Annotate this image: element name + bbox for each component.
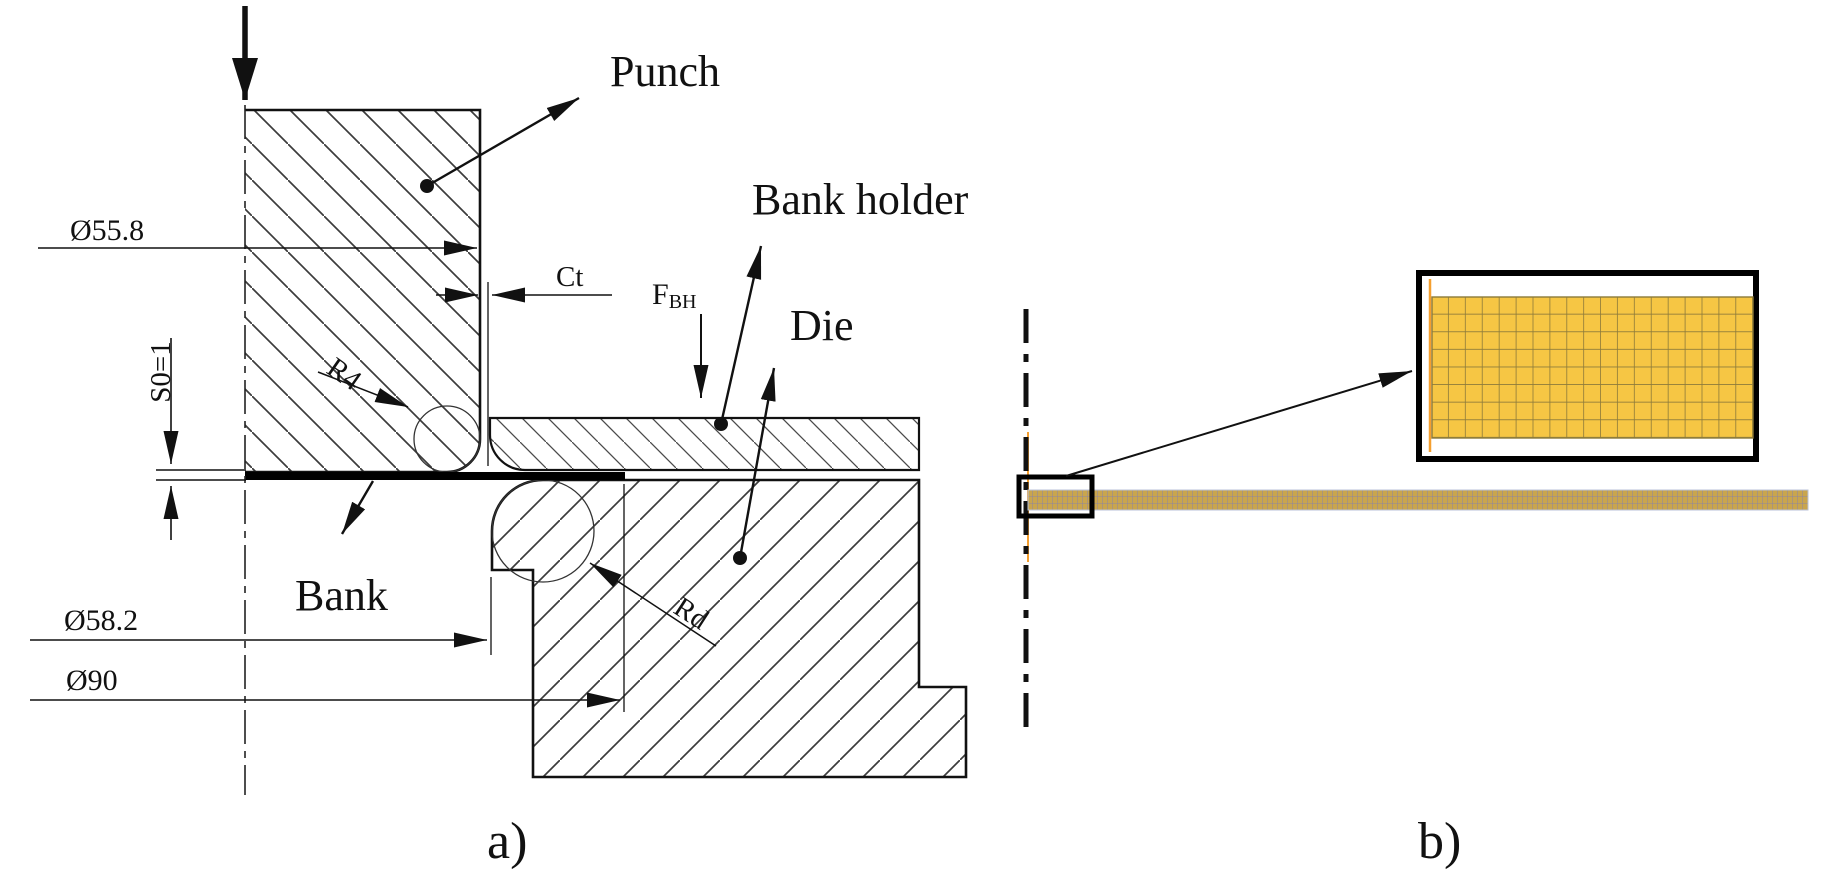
fbh-label-main: F [652,278,669,311]
blank-sheet-shape [245,472,625,480]
dim-label-blank-diameter: Ø90 [66,664,118,697]
blank-holder-shape [488,416,921,472]
panel-a: Ø55.8 Ct R4 S0=1 Ø58.2 Ø90 Rd Punch [30,6,969,870]
punch-shape [245,110,480,472]
detail-box [1016,474,1095,519]
die-shape [490,478,968,779]
punch-label: Punch [610,47,720,96]
caption-b: b) [1418,813,1461,870]
dim-label-die-diameter: Ø58.2 [64,604,138,637]
ct-label: Ct [556,261,583,293]
punch-leader [426,96,580,188]
die-label: Die [790,301,854,350]
zoom-mesh [1431,296,1754,439]
bank-holder-label: Bank holder [752,175,969,224]
fbh-label: FBH [652,278,696,313]
rd-leader [589,562,717,647]
die-leader [738,367,776,559]
r4-leader [317,371,409,408]
s0-label: S0=1 [145,341,177,402]
panel-b: b) [1016,270,1809,870]
bank-leader [340,480,375,535]
bank-holder-leader [719,245,763,425]
dim-label-punch-diameter: Ø55.8 [70,214,144,247]
bank-label: Bank [295,571,388,620]
detail-leader [1065,370,1413,477]
blank-strip-mesh [1027,489,1809,511]
caption-a: a) [487,813,527,870]
fbh-label-sub: BH [669,291,697,313]
